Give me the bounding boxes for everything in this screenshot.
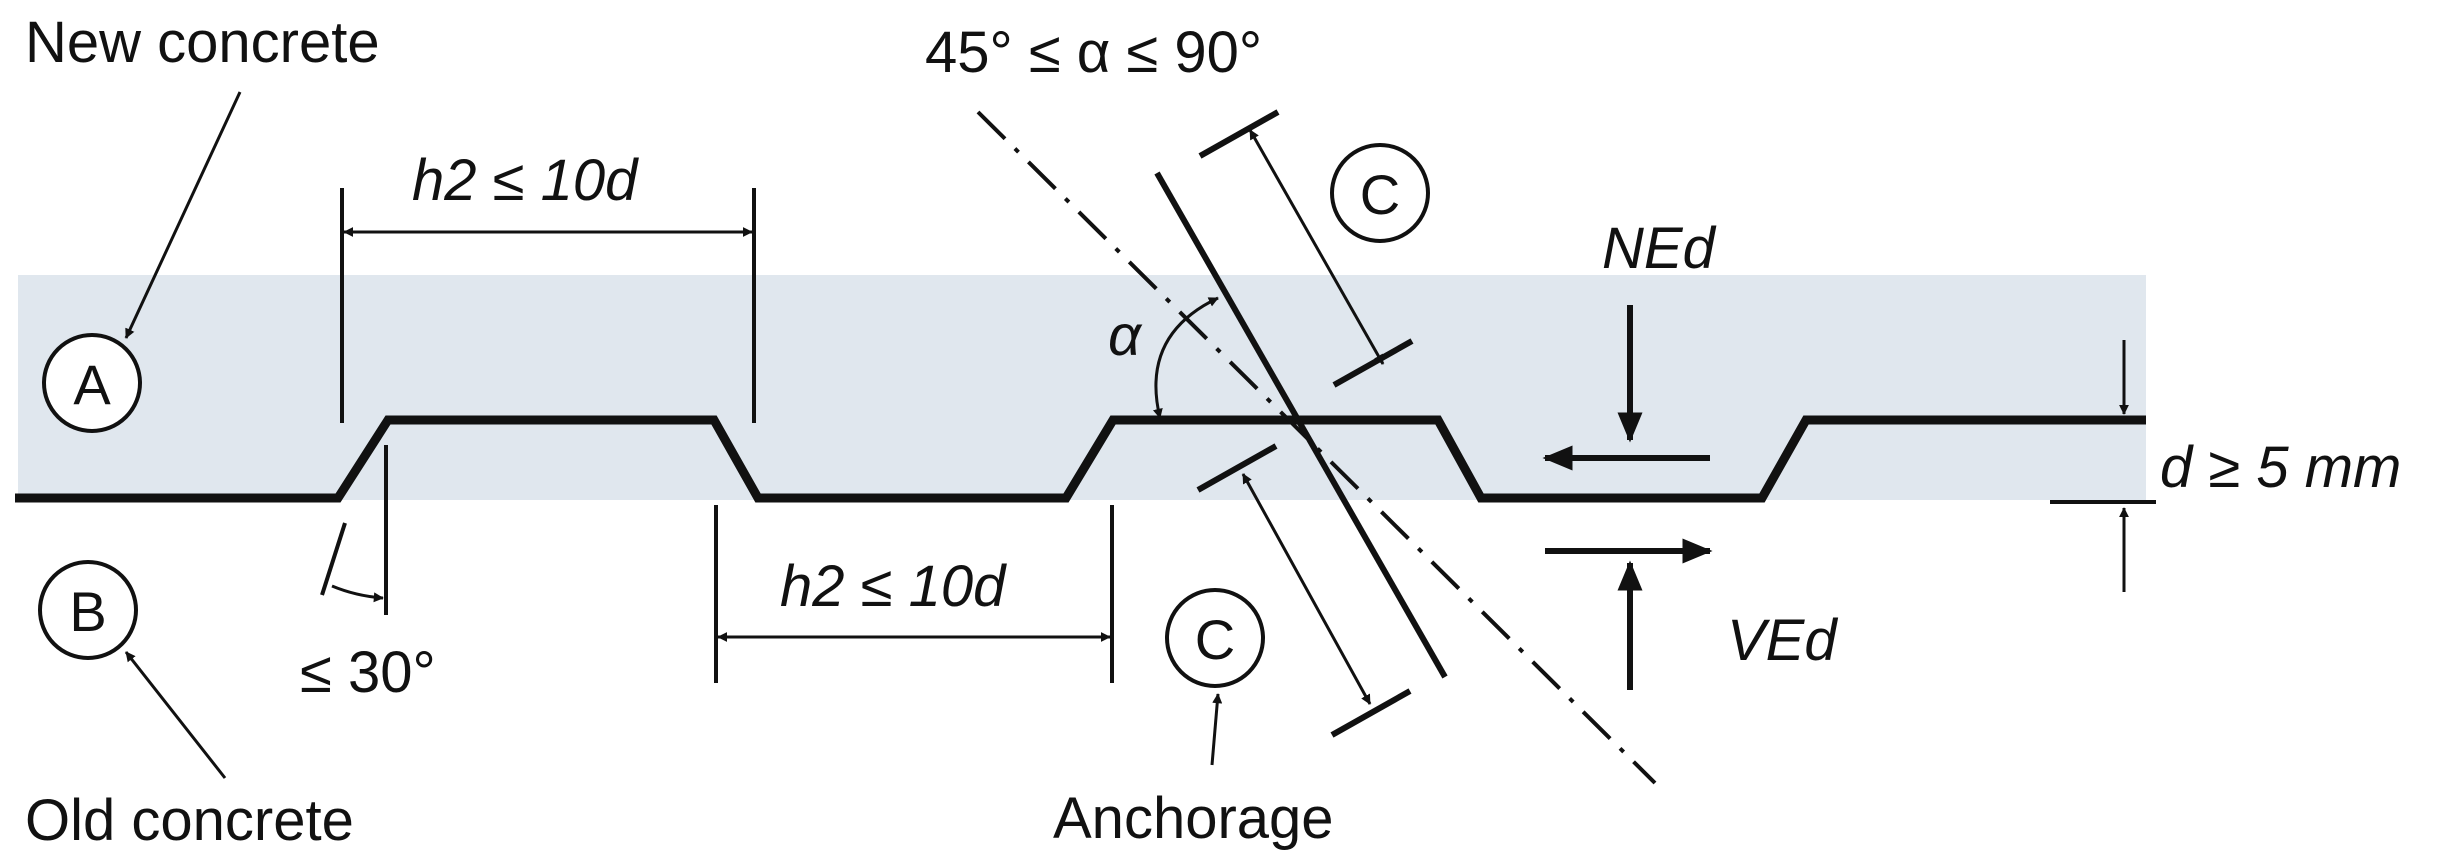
h2-dimension-top xyxy=(340,188,756,423)
new-concrete-label: New concrete xyxy=(25,10,380,75)
h2-dimension-bottom xyxy=(714,505,1114,683)
interface-profile xyxy=(15,415,2146,503)
slope-angle-marker xyxy=(320,445,388,615)
h2-label-bottom: h2 ≤ 10d xyxy=(780,554,1007,619)
h2-label-top: h2 ≤ 10d xyxy=(412,148,639,213)
depth-constraint-label: d ≥ 5 mm xyxy=(2160,435,2401,500)
anchorage-bar xyxy=(1154,171,1448,679)
c-dimension-top xyxy=(1198,109,1414,388)
marker-c-top-circle xyxy=(1330,143,1430,243)
slope-limit-label: ≤ 30° xyxy=(300,640,436,705)
marker-a-label: A xyxy=(73,353,111,416)
c-dimension-bottom xyxy=(1196,443,1412,738)
alpha-arc xyxy=(1152,296,1219,419)
anchorage-leader xyxy=(1210,693,1223,766)
old-concrete-leader xyxy=(124,651,227,779)
old-concrete-label: Old concrete xyxy=(25,788,354,853)
marker-a-circle xyxy=(42,333,142,433)
new-concrete-leader xyxy=(124,91,242,339)
marker-b-label: B xyxy=(69,580,106,643)
angle-range-label: 45° ≤ α ≤ 90° xyxy=(925,20,1262,85)
normal-force-label: NEd xyxy=(1602,216,1717,281)
alpha-label: α xyxy=(1108,303,1143,368)
shear-force-label: VEd xyxy=(1727,608,1838,673)
marker-c-bottom-label: C xyxy=(1195,608,1235,671)
anchorage-label: Anchorage xyxy=(1053,786,1334,851)
new-concrete-zone xyxy=(18,275,2146,500)
marker-c-top-label: C xyxy=(1360,163,1400,226)
depth-dimension xyxy=(2050,340,2156,592)
marker-c-bottom-circle xyxy=(1165,588,1265,688)
marker-b-circle xyxy=(38,560,138,660)
dash-dot-reference-line xyxy=(976,110,1657,785)
